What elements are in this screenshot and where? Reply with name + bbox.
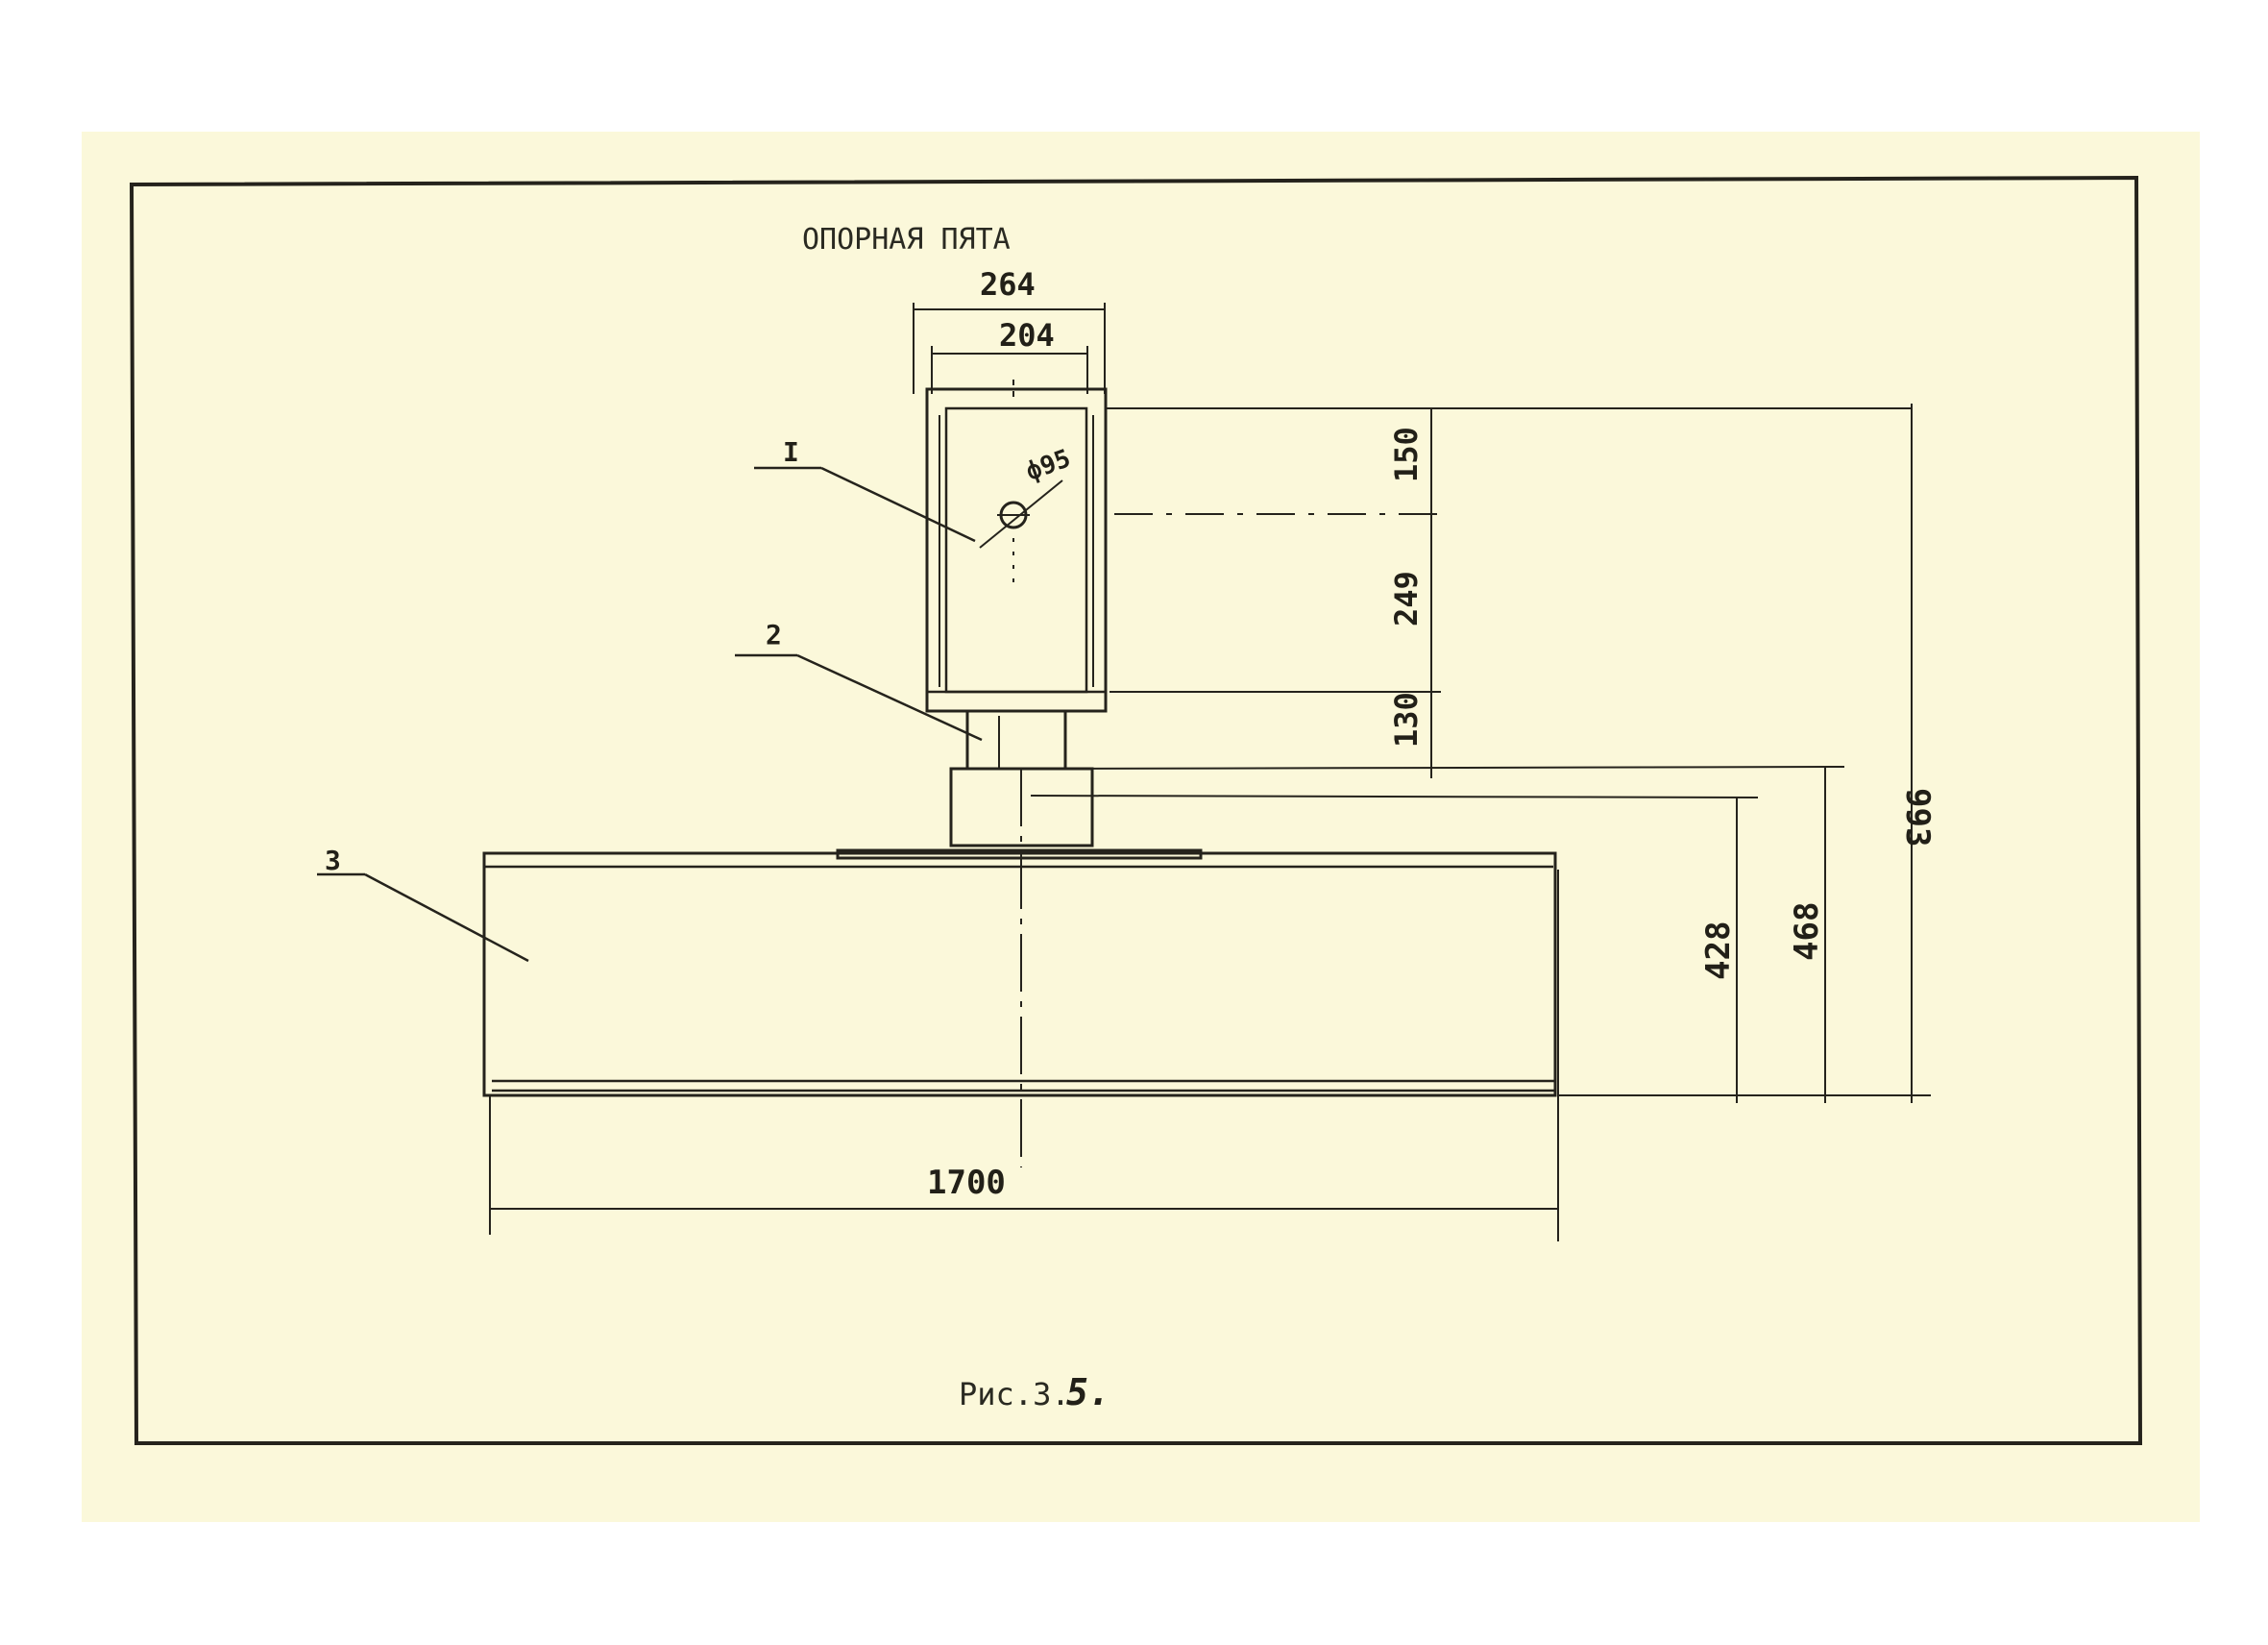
base-plate bbox=[836, 848, 1203, 860]
figure-caption: Рис.3. 5. bbox=[959, 1371, 1110, 1413]
dimension-264-label: 264 bbox=[980, 266, 1036, 303]
callout-label-1: I bbox=[783, 436, 799, 468]
dimension-993-label: 993 bbox=[1898, 788, 1937, 847]
caption-mark: 5. bbox=[1066, 1371, 1110, 1413]
dimension-468: 468 bbox=[1788, 767, 1826, 1103]
stem bbox=[949, 711, 1759, 847]
dimension-993: 993 bbox=[1898, 404, 1937, 1103]
dimension-249-label: 249 bbox=[1388, 571, 1425, 626]
drawing-title: ОПОРНАЯ ПЯТА bbox=[802, 223, 1011, 257]
dimension-204: 204 bbox=[931, 317, 1088, 394]
dimension-204-label: 204 bbox=[999, 317, 1055, 354]
callout-3: 3 bbox=[317, 845, 529, 963]
callout-1: I bbox=[754, 436, 976, 543]
beam bbox=[482, 851, 1559, 1097]
dimension-130-label: 130 bbox=[1388, 692, 1425, 748]
dimension-468-label: 468 bbox=[1788, 902, 1826, 961]
caption-prefix: Рис.3. bbox=[959, 1376, 1070, 1412]
dimension-264: 264 bbox=[913, 266, 1106, 394]
dimension-chain-right: 150 249 130 bbox=[1065, 407, 1912, 778]
callout-label-3: 3 bbox=[325, 845, 341, 876]
callout-label-2: 2 bbox=[766, 619, 782, 651]
dimension-150-label: 150 bbox=[1388, 427, 1425, 482]
callout-2: 2 bbox=[735, 619, 983, 742]
upper-housing bbox=[925, 380, 1108, 713]
dimension-1700: 1700 bbox=[489, 1095, 1559, 1241]
paper-background bbox=[82, 132, 2200, 1522]
dimension-428-label: 428 bbox=[1699, 921, 1738, 980]
dimension-1700-label: 1700 bbox=[927, 1164, 1006, 1202]
drawing-frame bbox=[129, 175, 2143, 1445]
dimension-428: 428 bbox=[1558, 798, 1931, 1103]
